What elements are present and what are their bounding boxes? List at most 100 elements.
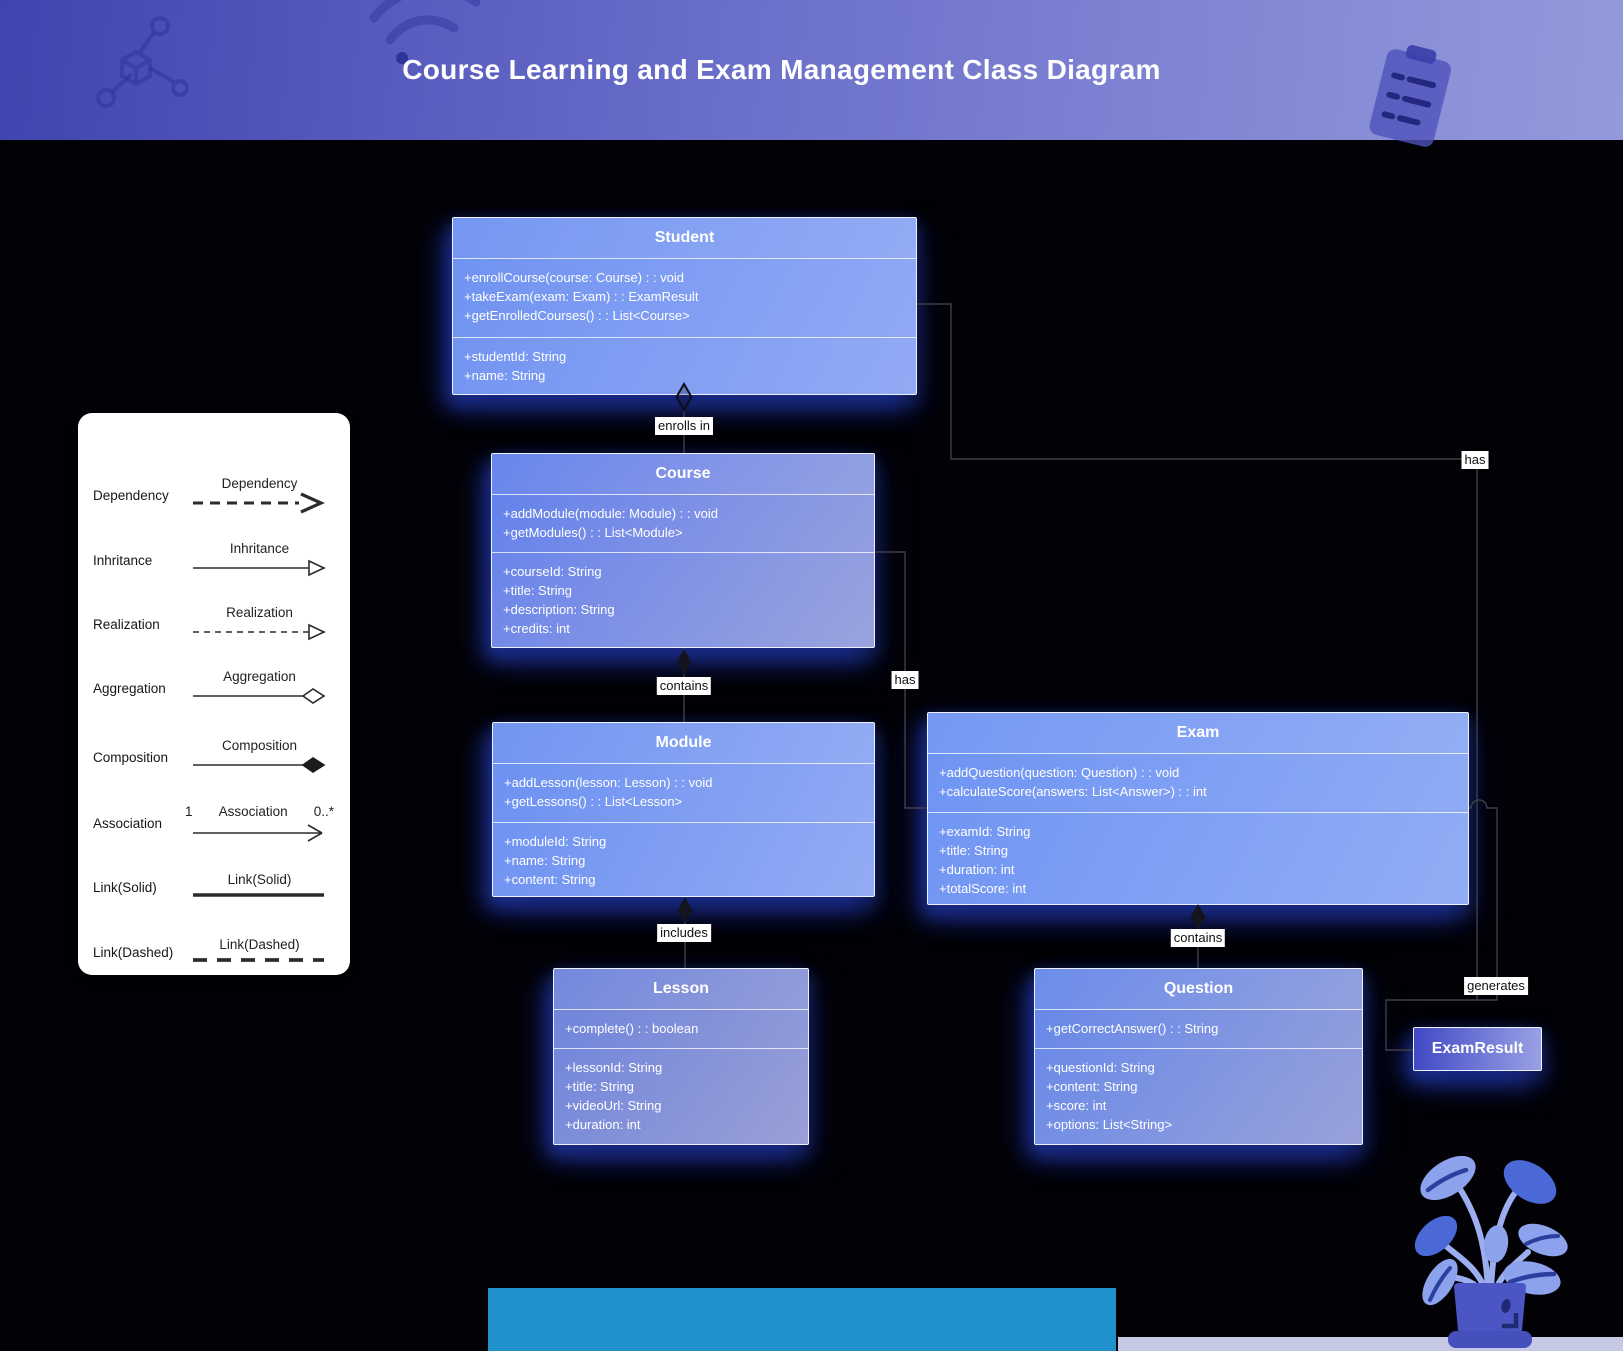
relation-label-generates: generates: [1464, 977, 1528, 995]
class-title: Student: [453, 218, 916, 259]
legend-row-composition: Composition Composition: [78, 738, 350, 776]
legend-symbol-link-dashed: [192, 958, 324, 962]
attributes-section: +moduleId: String +name: String +content: …: [493, 823, 874, 896]
legend-symbol-aggregation: [192, 688, 325, 704]
legend-symbol-realization: [192, 623, 326, 641]
class-title: Lesson: [554, 969, 808, 1010]
class-box-lesson: Lesson +complete() : : boolean +lessonId…: [553, 968, 809, 1145]
legend-caption: Aggregation: [223, 669, 296, 684]
method-line: +complete() : : boolean: [565, 1021, 699, 1036]
class-title: Exam: [928, 713, 1468, 754]
signal-arcs-icon: [369, 0, 481, 64]
relation-label-has-student: has: [1461, 451, 1489, 469]
methods-section: +enrollCourse(course: Course) : : void +t…: [453, 259, 916, 338]
legend-label: Composition: [93, 749, 169, 765]
legend-symbol-composition: [192, 757, 325, 773]
attribute-line: +duration: int: [939, 862, 1015, 877]
relation-label-contains-exam: contains: [1170, 929, 1226, 947]
class-box-module: Module +addLesson(lesson: Lesson) : : vo…: [492, 722, 875, 897]
attribute-line: +options: List<String>: [1046, 1117, 1173, 1132]
legend-caption: Composition: [221, 738, 298, 753]
methods-section: +addLesson(lesson: Lesson) : : void +getL…: [493, 764, 874, 823]
attribute-line: +credits: int: [503, 621, 570, 636]
methods-section: +addQuestion(question: Question) : : voi…: [928, 754, 1468, 813]
page-title: Course Learning and Exam Management Clas…: [402, 54, 1161, 85]
attribute-line: +score: int: [1046, 1098, 1107, 1113]
legend-panel: Dependency Dependency Inhritance Inhrita…: [78, 413, 350, 975]
association-right-multiplicity: 0..*: [313, 804, 334, 819]
attribute-line: +totalScore: int: [939, 881, 1027, 896]
method-line: +addModule(module: Module) : : void: [503, 506, 718, 521]
legend-label: Realization: [93, 616, 160, 632]
class-title: Course: [492, 454, 874, 495]
method-line: +enrollCourse(course: Course) : : void: [464, 270, 685, 285]
legend-label: Inhritance: [93, 552, 153, 568]
clipboard-icon: [1369, 45, 1451, 147]
legend-symbol-association: [192, 824, 322, 842]
legend-symbol-inhritance: [192, 559, 326, 577]
class-title: Module: [493, 723, 874, 764]
class-box-course: Course +addModule(module: Module) : : vo…: [491, 453, 875, 648]
methods-section: +addModule(module: Module) : : void +getM…: [492, 495, 874, 553]
legend-symbol-link-solid: [192, 893, 324, 897]
class-box-examresult: ExamResult: [1413, 1027, 1542, 1071]
network-icon: [96, 16, 189, 108]
class-title: Question: [1035, 969, 1362, 1010]
method-line: +takeExam(exam: Exam) : : ExamResult: [464, 289, 699, 304]
attribute-line: +title: String: [565, 1079, 635, 1094]
legend-caption: 1 Association 0..*: [185, 804, 334, 819]
attribute-line: +studentId: String: [464, 349, 567, 364]
association-left-multiplicity: 1: [185, 804, 193, 819]
attributes-section: +examId: String+title: String+duration: …: [928, 813, 1468, 904]
attribute-line: +moduleId: String: [504, 834, 607, 849]
legend-symbol-dependency: [192, 492, 325, 514]
legend-row-dependency: Dependency Dependency: [78, 476, 350, 514]
attribute-line: +content: String: [1046, 1079, 1138, 1094]
attribute-line: +name: String: [464, 368, 546, 383]
legend-label: Link(Solid): [93, 879, 157, 895]
legend-row-association: Association 1 Association 0..*: [78, 804, 350, 842]
attribute-line: +examId: String: [939, 824, 1031, 839]
attribute-line: +content: String: [504, 872, 596, 887]
composition-diamond-exam: [1190, 904, 1206, 930]
methods-section: +complete() : : boolean: [554, 1010, 808, 1049]
attribute-line: +name: String: [504, 853, 586, 868]
attribute-line: +videoUrl: String: [565, 1098, 662, 1113]
composition-diamond-course: [676, 649, 692, 675]
attributes-section: +lessonId: String +title: String +videoUrl…: [554, 1049, 808, 1144]
legend-row-realization: Realization Realization: [78, 605, 350, 643]
method-line: +addLesson(lesson: Lesson) : : void: [504, 775, 713, 790]
legend-row-link-solid: Link(Solid) Link(Solid): [78, 872, 350, 902]
attribute-line: +duration: int: [565, 1117, 641, 1132]
legend-row-aggregation: Aggregation Aggregation: [78, 669, 350, 707]
attribute-line: +questionId: String: [1046, 1060, 1155, 1075]
relation-label-has-course-exam: has: [891, 671, 919, 689]
method-line: +addQuestion(question: Question) : : voi…: [939, 765, 1180, 780]
method-line: +getLessons() : : List<Lesson>: [504, 794, 683, 809]
attributes-section: +studentId: String +name: String: [453, 338, 916, 394]
relation-label-contains-course: contains: [656, 677, 712, 695]
legend-caption-text: Association: [218, 804, 288, 819]
attribute-line: +description: String: [503, 602, 615, 617]
attribute-line: +lessonId: String: [565, 1060, 663, 1075]
method-line: +getCorrectAnswer() : : String: [1046, 1021, 1219, 1036]
plant-illustration: [1414, 1155, 1568, 1348]
attribute-line: +courseId: String: [503, 564, 602, 579]
relation-label-includes: includes: [657, 924, 711, 942]
composition-diamond-module: [677, 897, 693, 923]
method-line: +getEnrolledCourses() : : List<Course>: [464, 308, 690, 323]
bottom-blue-bar: [488, 1288, 1116, 1351]
class-box-question: Question +getCorrectAnswer() : : String …: [1034, 968, 1363, 1145]
legend-label: Link(Dashed): [93, 944, 174, 960]
method-line: +getModules() : : List<Module>: [503, 525, 683, 540]
legend-caption: Link(Dashed): [219, 937, 300, 952]
method-line: +calculateScore(answers: List<Answer>) :…: [939, 784, 1207, 799]
legend-row-inhritance: Inhritance Inhritance: [78, 541, 350, 579]
legend-label: Aggregation: [93, 680, 166, 696]
legend-caption: Dependency: [221, 476, 298, 491]
class-box-exam: Exam +addQuestion(question: Question) : …: [927, 712, 1469, 905]
class-box-student: Student +enrollCourse(course: Course) : …: [452, 217, 917, 395]
legend-label: Association: [93, 815, 163, 831]
legend-label: Dependency: [93, 487, 169, 503]
